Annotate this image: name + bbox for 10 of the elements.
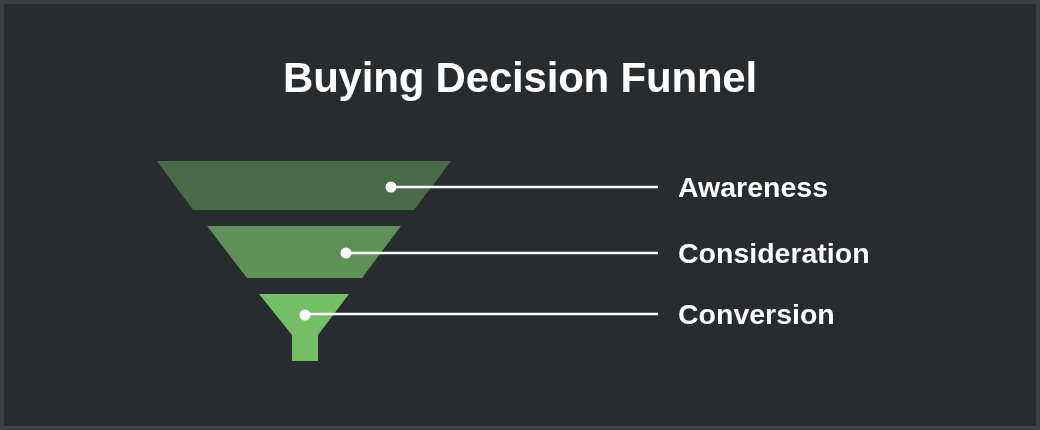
funnel-spout-segment: [259, 294, 349, 361]
funnel-segment: [207, 226, 401, 278]
funnel-segment: [157, 161, 451, 210]
leader-line: [385, 181, 658, 193]
leader-line: [340, 247, 658, 259]
leader-line: [299, 309, 658, 321]
stage-label: Conversion: [678, 297, 835, 331]
stage-label: Consideration: [678, 236, 870, 270]
stage-label: Awareness: [678, 170, 828, 204]
diagram-title: Buying Decision Funnel: [283, 54, 757, 101]
